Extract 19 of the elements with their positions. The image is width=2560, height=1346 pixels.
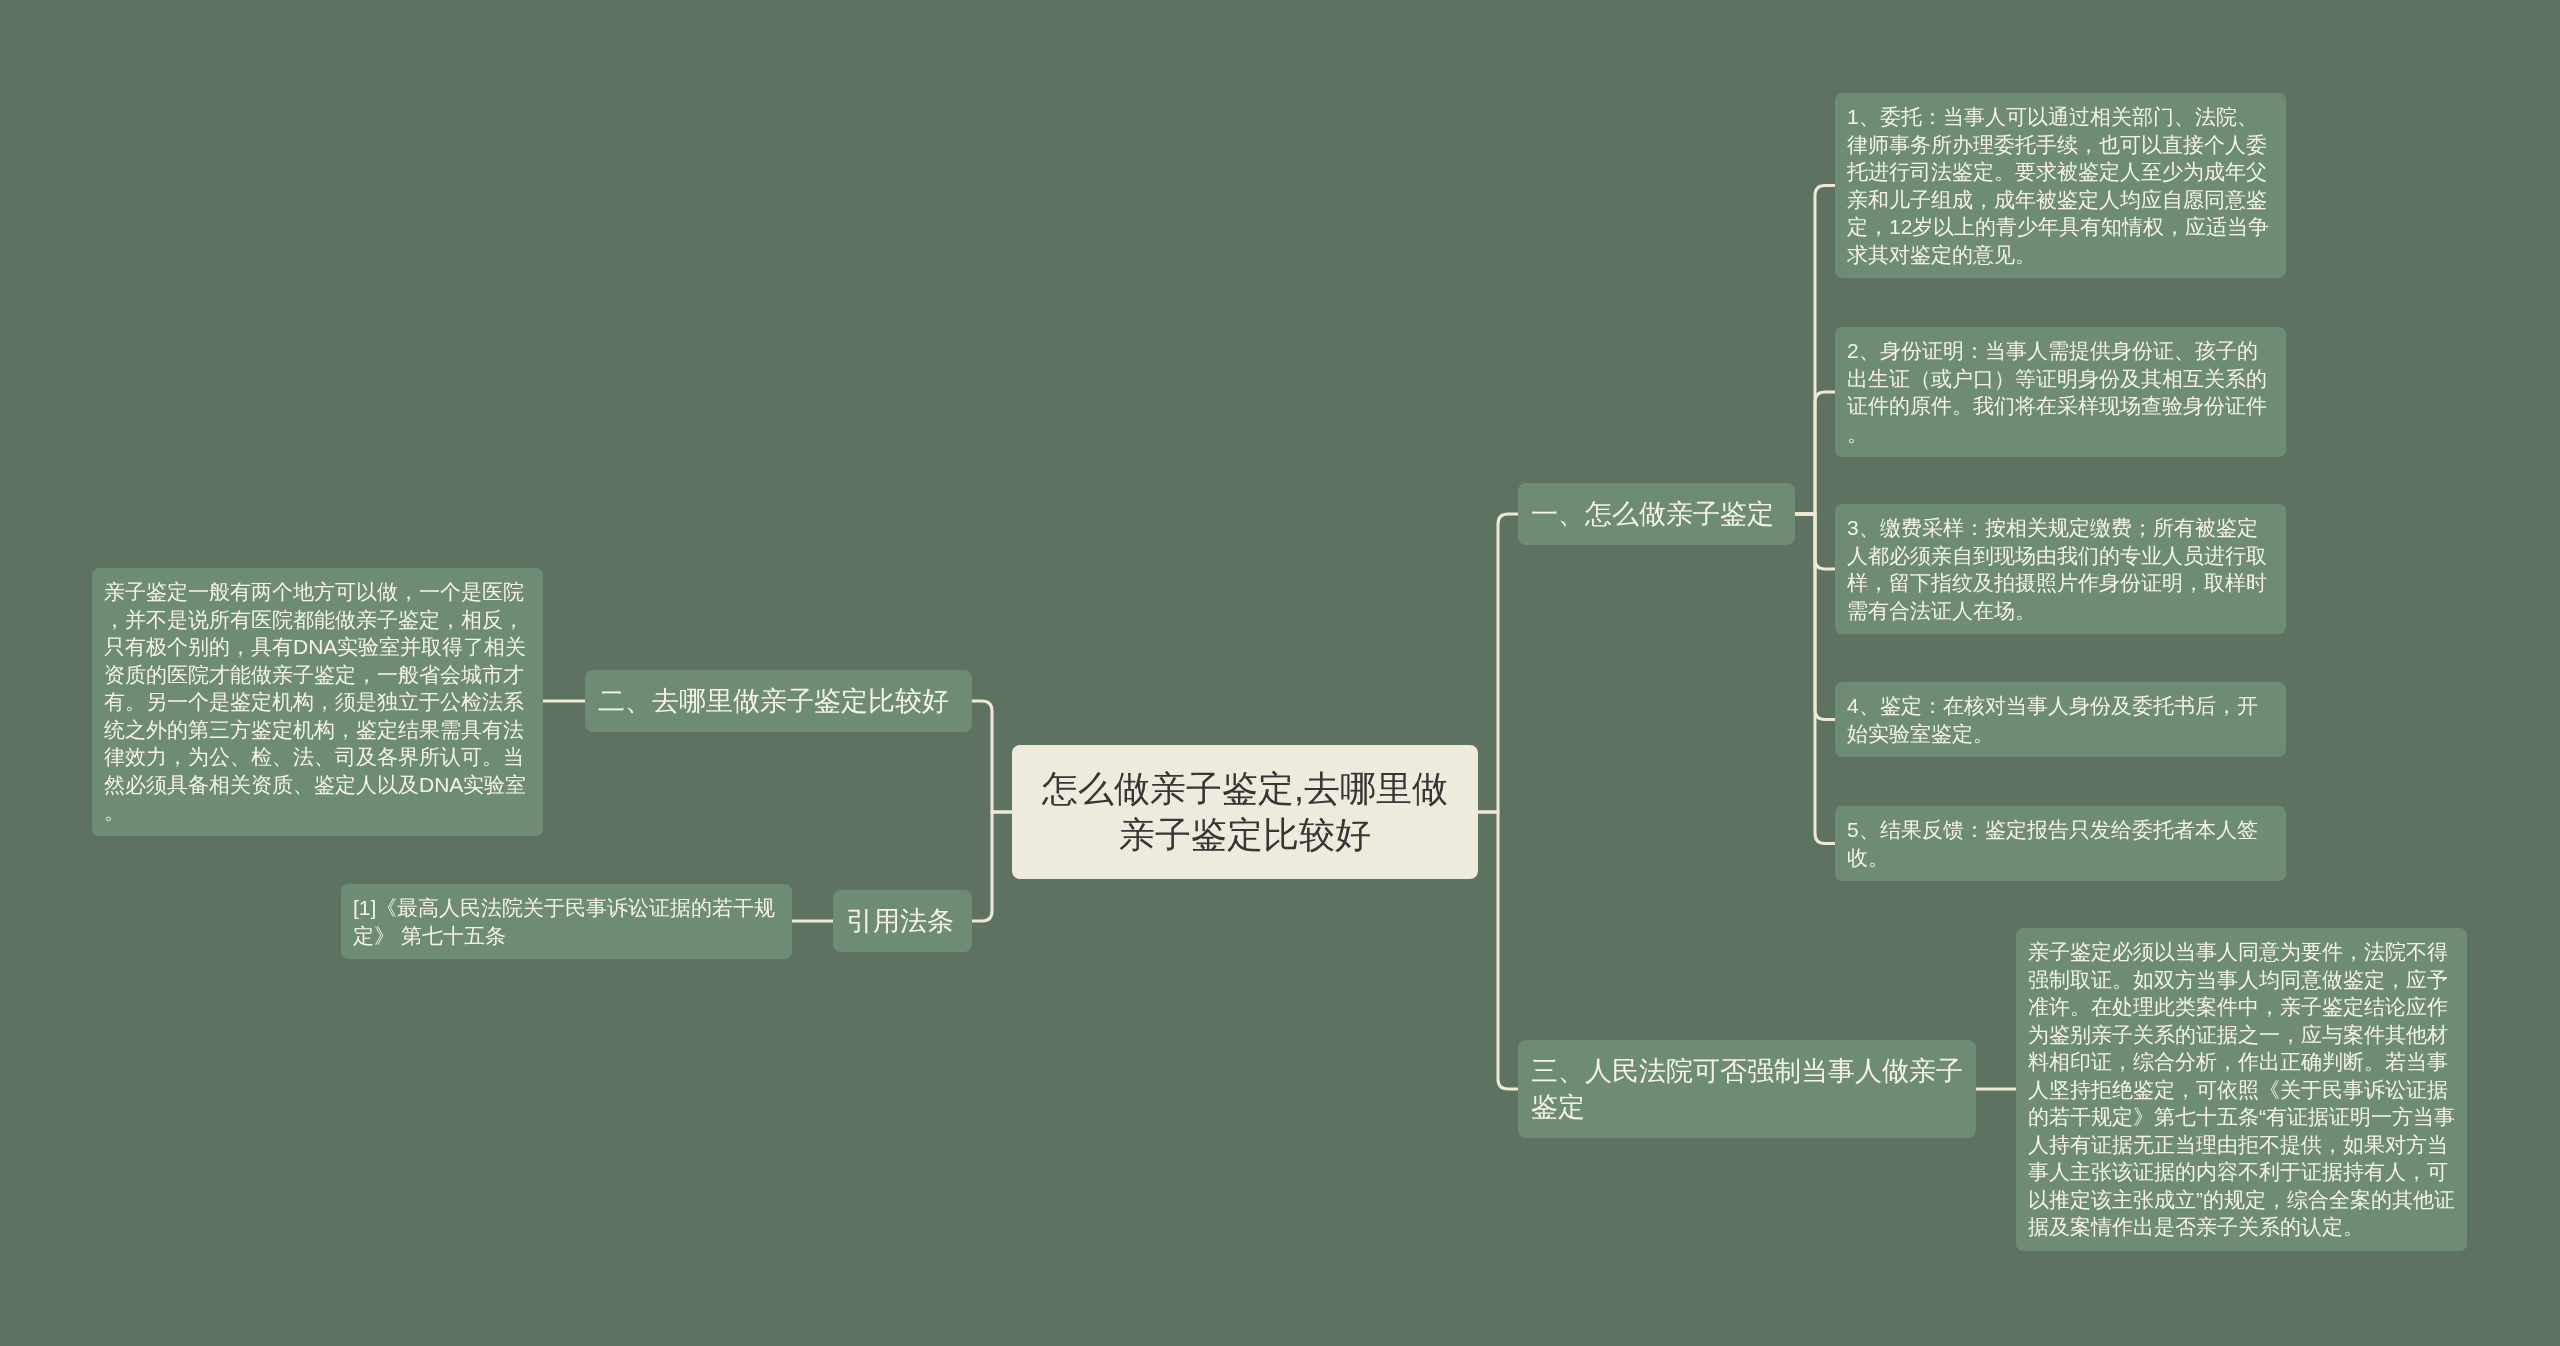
connector-line — [1976, 1087, 2016, 1091]
branch-topic: 引用法条 — [833, 890, 972, 952]
note-card: 4、鉴定：在核对当事人身份及委托书后，开始实验室鉴定。 — [1835, 682, 2286, 757]
note-card: 亲子鉴定一般有两个地方可以做，一个是医院，并不是说所有医院都能做亲子鉴定，相反，只有极个别的，具有DNA实验室并取得了相关资质的医院才能做亲子鉴定，一般省会城市才有。另一个是鉴定机构，须是独立于公检法系统之外的第三方鉴定机构，鉴定结果需具有法律效力，为公、检、法、司及各界所认可。当然必须具备相关资质、鉴定人以及DNA实验室。 — [92, 568, 543, 836]
note-card: 1、委托：当事人可以通过相关部门、法院、律师事务所办理委托手续，也可以直接个人委托进行司法鉴定。要求被鉴定人至少为成年父亲和儿子组成，成年被鉴定人均应自愿同意鉴定，12岁以上的青少年具有知情权，应适当争求其对鉴定的意见。 — [1835, 93, 2286, 278]
note-card: 3、缴费采样：按相关规定缴费；所有被鉴定人都必须亲自到现场由我们的专业人员进行取样，留下指纹及拍摄照片作身份证明，取样时需有合法证人在场。 — [1835, 504, 2286, 634]
branch-topic: 一、怎么做亲子鉴定 — [1518, 483, 1795, 545]
connector-line — [972, 810, 1012, 923]
connector-line — [792, 919, 833, 923]
note-card: 2、身份证明：当事人需提供身份证、孩子的出生证（或户口）等证明身份及其相互关系的证件的原件。我们将在采样现场查验身份证件。 — [1835, 327, 2286, 457]
note-card: 亲子鉴定必须以当事人同意为要件，法院不得强制取证。如双方当事人均同意做鉴定，应予准许。在处理此类案件中，亲子鉴定结论应作为鉴别亲子关系的证据之一，应与案件其他材料相印证，综合分析，作出正确判断。若当事人坚持拒绝鉴定，可依照《关于民事诉讼证据的若干规定》第七十五条“有证据证明一方当事人持有证据无正当理由拒不提供，如果对方当事人主张该证据的内容不利于证据持有人，可以推定该主张成立”的规定，综合全案的其他证据及案情作出是否亲子关系的认定。 — [2016, 928, 2467, 1251]
connector-line — [1795, 512, 1835, 845]
note-card: 5、结果反馈：鉴定报告只发给委托者本人签收。 — [1835, 806, 2286, 881]
branch-topic: 三、人民法院可否强制当事人做亲子鉴定 — [1518, 1040, 1976, 1138]
branch-topic: 二、去哪里做亲子鉴定比较好 — [585, 670, 972, 732]
note-card: [1]《最高人民法院关于民事诉讼证据的若干规定》 第七十五条 — [341, 884, 792, 959]
connector-line — [1478, 810, 1518, 1091]
central-topic: 怎么做亲子鉴定,去哪里做亲子鉴定比较好 — [1012, 745, 1478, 879]
connector-line — [543, 699, 585, 703]
